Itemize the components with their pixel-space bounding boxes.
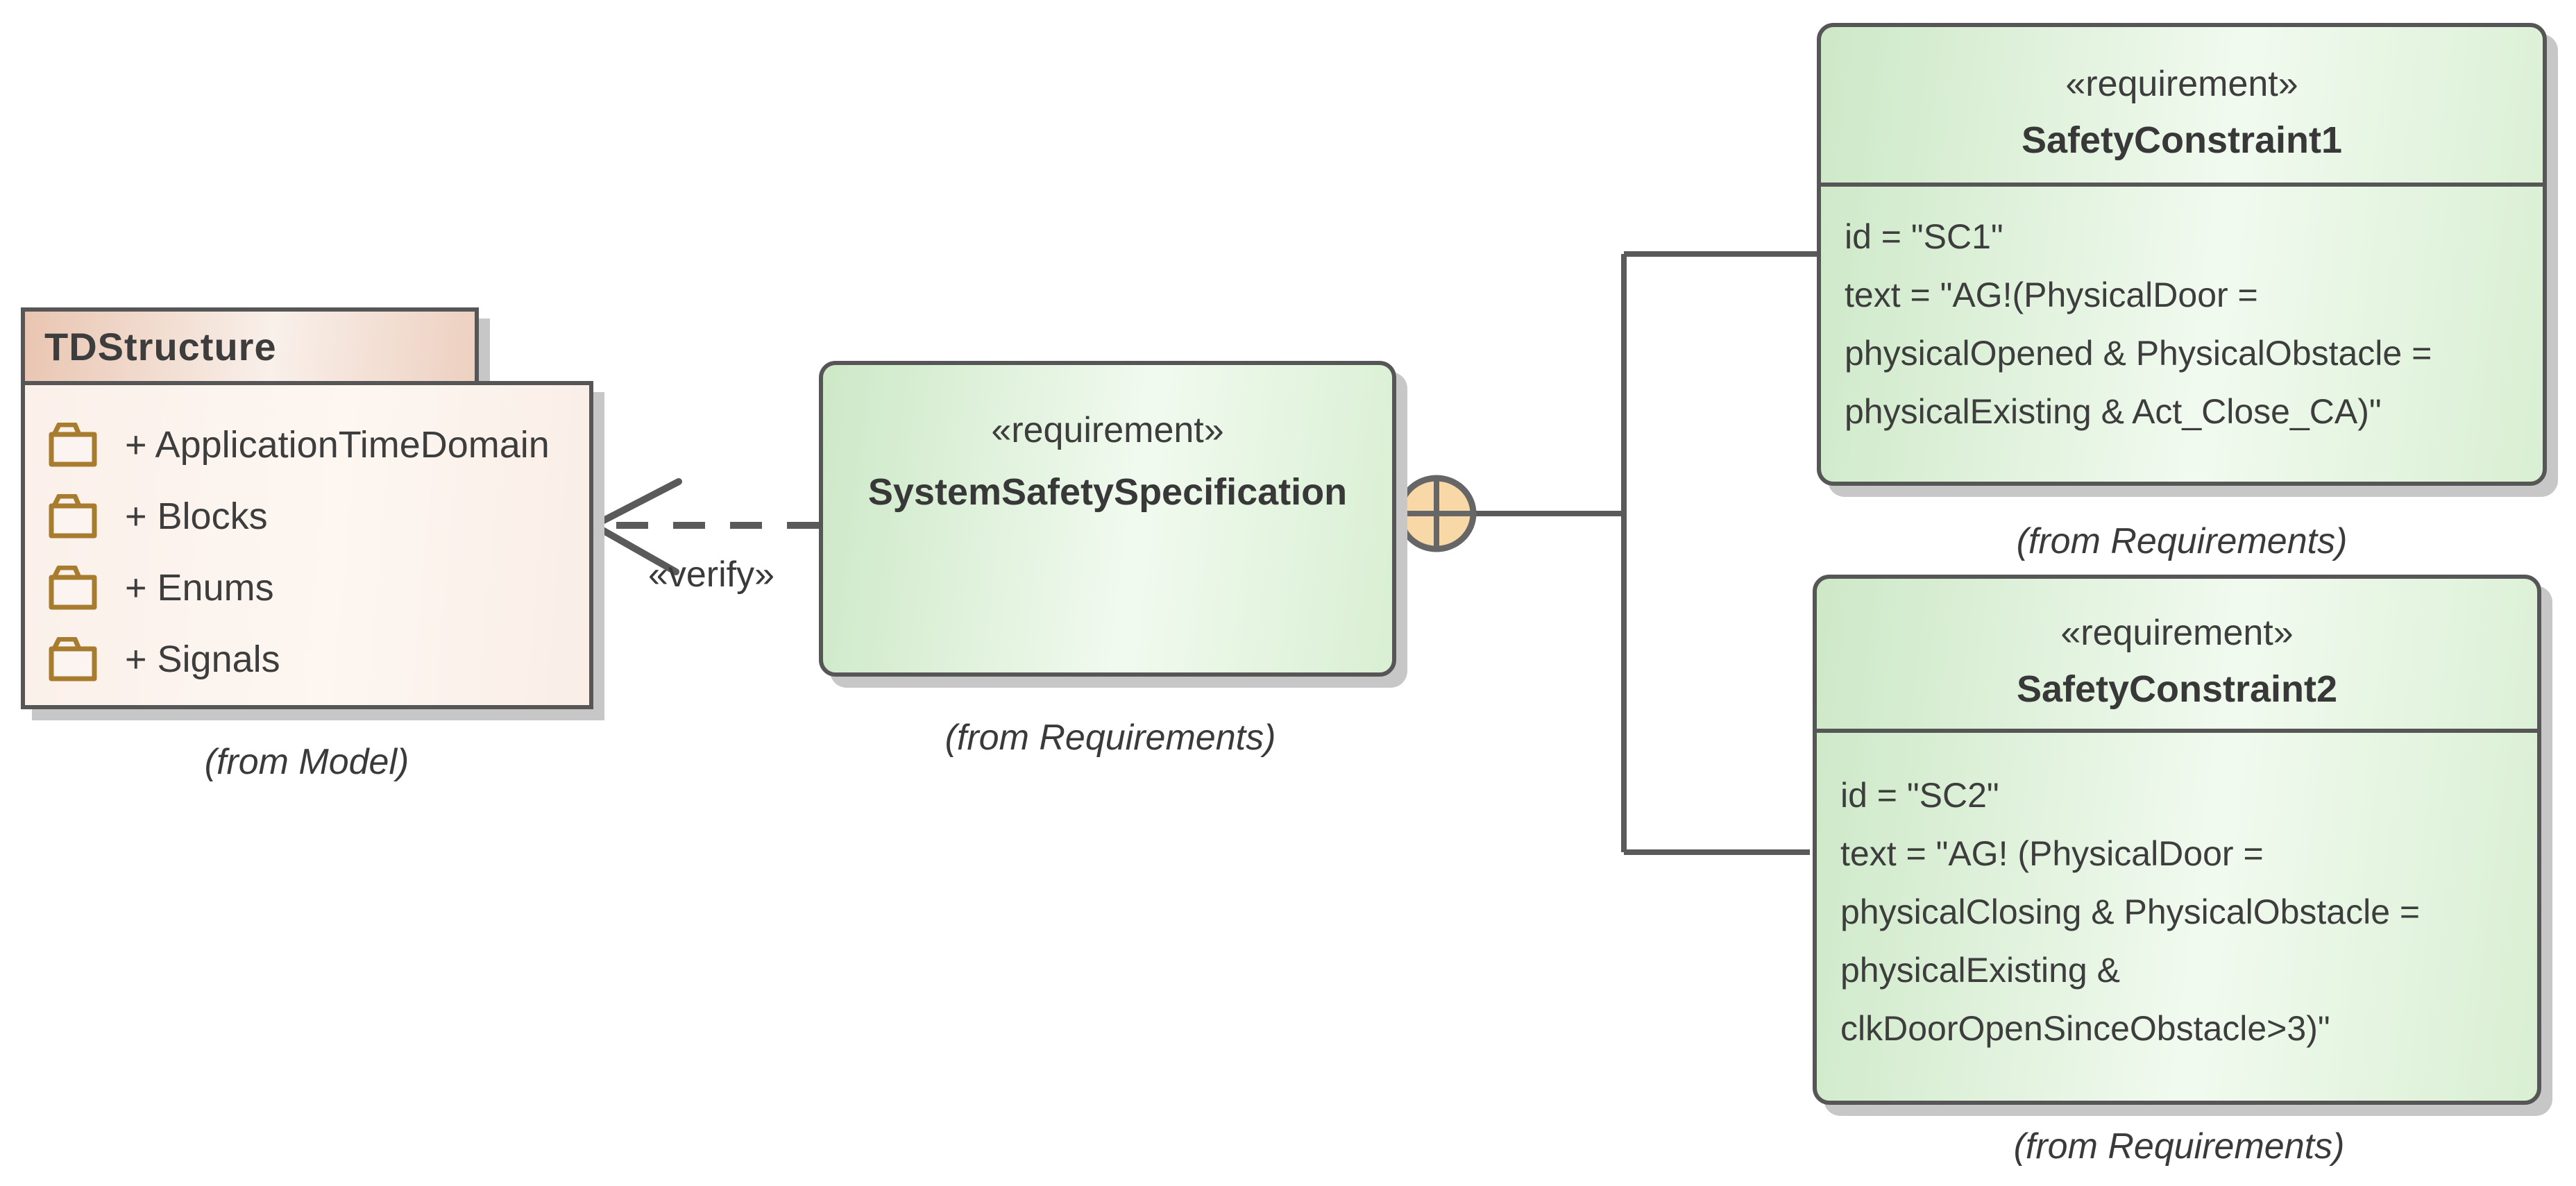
stereotype-label: «requirement»: [2065, 64, 2298, 104]
property-line: text = "AG!(PhysicalDoor =: [1845, 276, 2258, 314]
sc2-from-label: (from Requirements): [2013, 1126, 2345, 1167]
requirement-header: «requirement» SafetyConstraint1: [1821, 27, 2543, 187]
package-item-enums[interactable]: + Enums: [25, 552, 589, 623]
requirement-safetyconstraint2[interactable]: «requirement» SafetyConstraint2 id = "SC…: [1813, 575, 2541, 1105]
property-line: physicalExisting &: [1840, 951, 2120, 990]
package-item-signals[interactable]: + Signals: [25, 623, 589, 695]
aggregation-circle-icon[interactable]: [1396, 475, 1477, 552]
spec-from-label: (from Requirements): [944, 718, 1276, 758]
stereotype-label: «requirement»: [991, 410, 1224, 450]
property-line: id = "SC1": [1845, 217, 2003, 256]
folder-icon: [49, 493, 97, 538]
requirement-name: SafetyConstraint1: [2021, 119, 2343, 161]
stereotype-label: «requirement»: [2060, 613, 2294, 653]
package-tab-tdstructure[interactable]: TDStructure: [21, 307, 479, 385]
property-line: clkDoorOpenSinceObstacle>3)": [1840, 1009, 2330, 1048]
package-item-label: + Enums: [125, 566, 274, 609]
package-item-label: + ApplicationTimeDomain: [125, 423, 550, 466]
folder-icon: [49, 422, 97, 466]
property-line: physicalClosing & PhysicalObstacle =: [1840, 892, 2421, 931]
property-line: physicalExisting & Act_Close_CA)": [1845, 392, 2382, 431]
property-line: id = "SC2": [1840, 776, 1999, 815]
requirement-systemsafetyspecification[interactable]: «requirement» SystemSafetySpecification: [819, 361, 1396, 677]
package-item-label: + Blocks: [125, 495, 268, 537]
package-title: TDStructure: [44, 324, 277, 368]
package-from-label: (from Model): [204, 742, 409, 782]
verify-connector-label: «verify»: [647, 554, 775, 595]
requirement-safetyconstraint1[interactable]: «requirement» SafetyConstraint1 id = "SC…: [1817, 23, 2547, 486]
requirement-properties: id = "SC1" text = "AG!(PhysicalDoor = ph…: [1821, 187, 2543, 441]
package-item-applicationtimedomain[interactable]: + ApplicationTimeDomain: [25, 409, 589, 480]
requirement-properties: id = "SC2" text = "AG! (PhysicalDoor = p…: [1817, 733, 2537, 1058]
property-line: physicalOpened & PhysicalObstacle =: [1845, 334, 2432, 373]
verify-connector[interactable]: [586, 478, 819, 575]
folder-icon: [49, 636, 97, 681]
property-line: text = "AG! (PhysicalDoor =: [1840, 834, 2264, 873]
package-body-tdstructure[interactable]: + ApplicationTimeDomain + Blocks + Enums…: [21, 381, 593, 709]
requirement-name: SafetyConstraint2: [2016, 668, 2338, 710]
package-item-label: + Signals: [125, 638, 280, 680]
folder-icon: [49, 565, 97, 609]
requirement-header: «requirement» SafetyConstraint2: [1817, 579, 2537, 733]
aggregation-tree-connector[interactable]: [1473, 251, 1817, 855]
requirement-name: SystemSafetySpecification: [867, 471, 1348, 513]
package-item-blocks[interactable]: + Blocks: [25, 480, 589, 552]
sc1-from-label: (from Requirements): [2016, 521, 2348, 561]
